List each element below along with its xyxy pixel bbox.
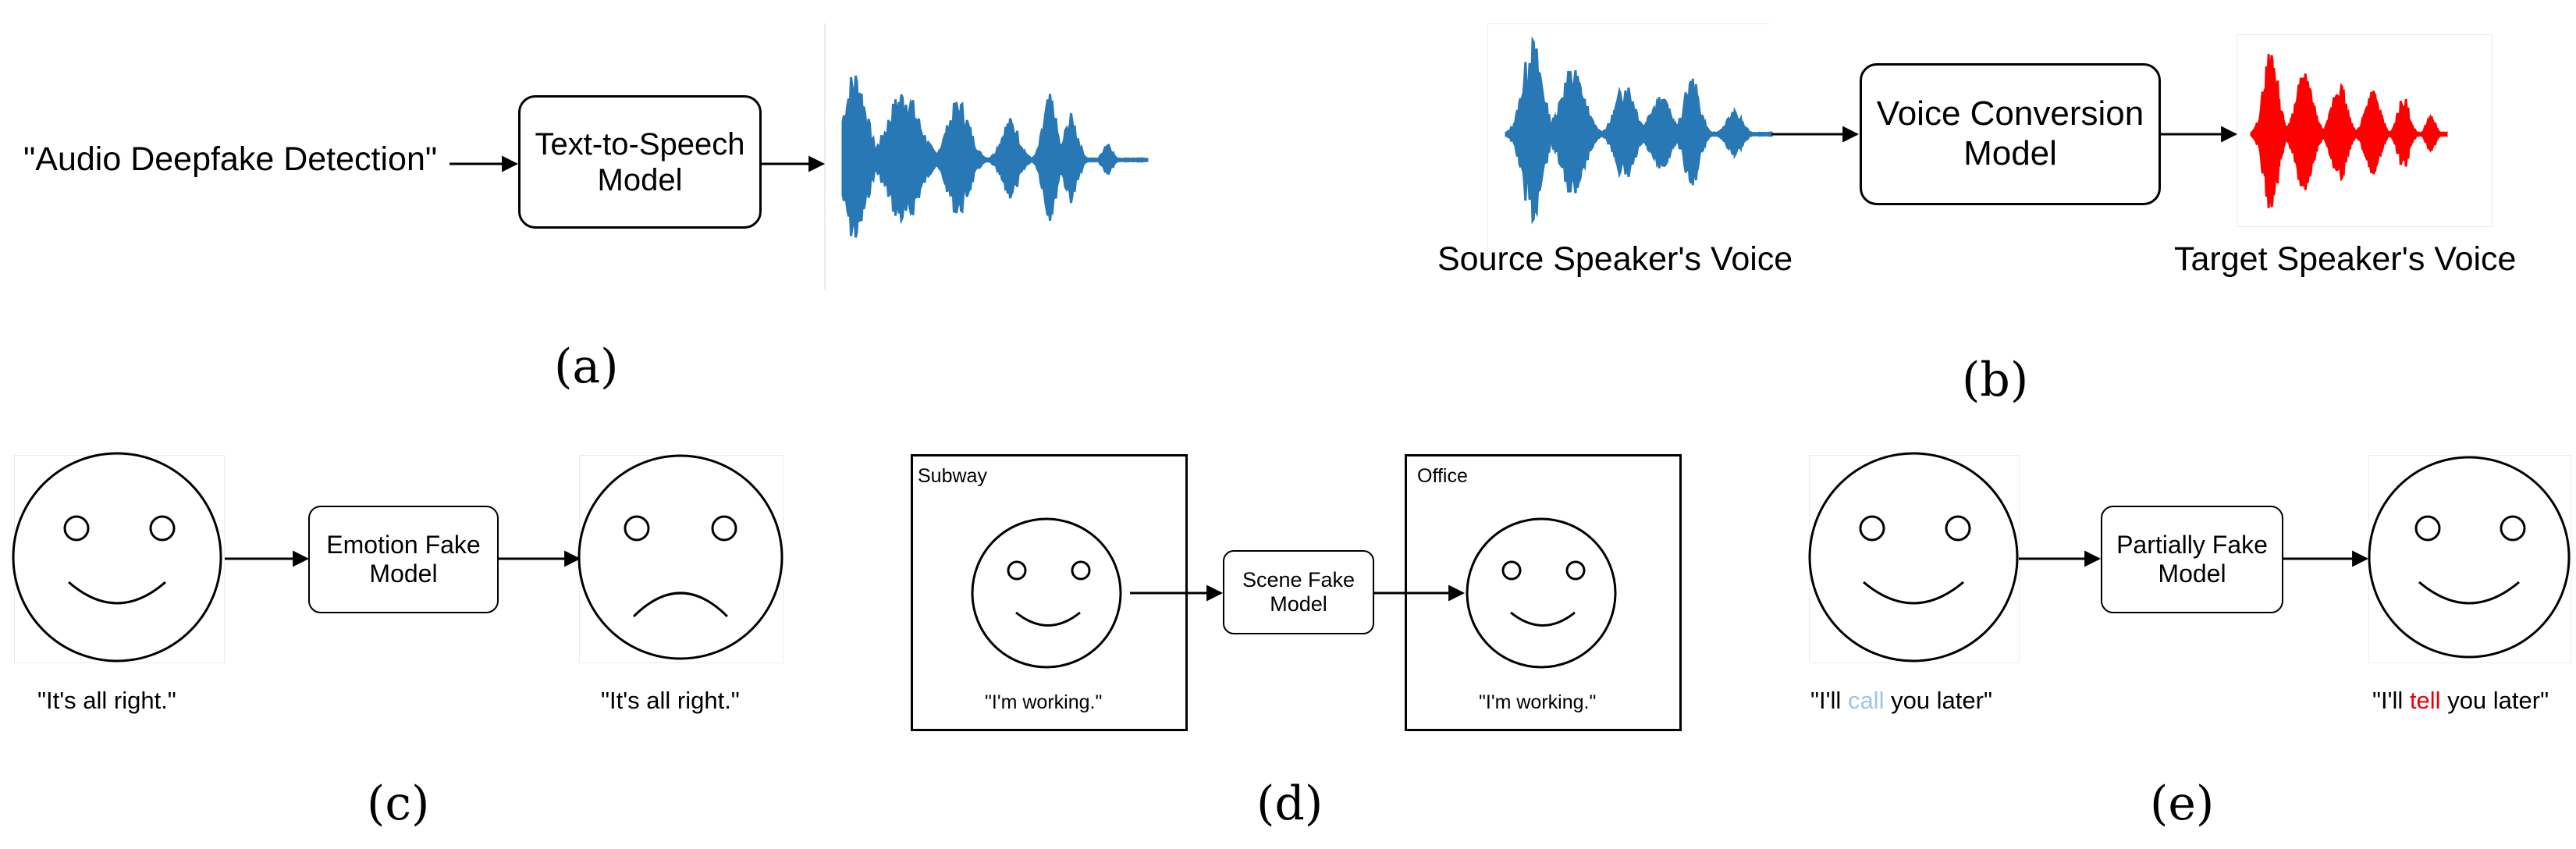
waveform-b-source-frame — [1487, 23, 1769, 258]
caption-e: (e) — [2150, 776, 2215, 831]
modified-highlight-word: tell — [2409, 687, 2441, 714]
happy-face-icon — [1808, 452, 2019, 663]
generated-waveform-a — [841, 75, 1149, 238]
sad-face-icon — [577, 454, 783, 660]
caption-d: (d) — [1256, 776, 1324, 831]
vc-model-label: Voice Conversion Model — [1876, 94, 2144, 172]
vc-model-box: Voice Conversion Model — [1860, 63, 2161, 205]
modified-suffix: you later" — [2440, 687, 2549, 714]
happy-face-icon — [2368, 456, 2571, 659]
original-utterance-text: "I'll call you later" — [1810, 687, 1992, 715]
modified-prefix: "I'll — [2372, 687, 2410, 714]
happy-face-icon — [1466, 517, 1617, 669]
caption-c: (c) — [367, 776, 430, 831]
emotion-model-box: Emotion Fake Model — [308, 506, 499, 613]
subway-utterance-text: "I'm working." — [985, 691, 1103, 713]
target-speaker-waveform — [2250, 54, 2448, 208]
tts-model-box: Text-to-Speech Model — [518, 95, 762, 229]
subway-scene-label: Subway — [918, 465, 987, 487]
partial-model-label: Partially Fake Model — [2116, 531, 2268, 588]
modified-utterance-text: "I'll tell you later" — [2372, 687, 2549, 715]
original-highlight-word: call — [1847, 687, 1885, 714]
office-scene-label: Office — [1417, 465, 1468, 487]
happy-face-icon — [12, 452, 222, 663]
happy-face-icon — [971, 517, 1122, 669]
before-utterance-text: "It's all right." — [37, 687, 176, 714]
source-speaker-label: Source Speaker's Voice — [1437, 240, 1793, 278]
office-utterance-text: "I'm working." — [1479, 691, 1597, 713]
after-utterance-text: "It's all right." — [601, 687, 740, 714]
caption-a: (a) — [554, 339, 619, 394]
input-text-label: "Audio Deepfake Detection" — [23, 140, 438, 178]
tts-model-label: Text-to-Speech Model — [535, 126, 745, 197]
source-speaker-waveform — [1505, 36, 1773, 225]
caption-b: (b) — [1962, 353, 2029, 407]
original-suffix: you later" — [1884, 687, 1992, 714]
target-speaker-label: Target Speaker's Voice — [2174, 240, 2517, 278]
scene-model-box: Scene Fake Model — [1223, 550, 1374, 634]
emotion-model-label: Emotion Fake Model — [326, 531, 481, 588]
partial-model-box: Partially Fake Model — [2101, 506, 2283, 613]
original-prefix: "I'll — [1810, 687, 1848, 714]
scene-model-label: Scene Fake Model — [1242, 567, 1356, 616]
